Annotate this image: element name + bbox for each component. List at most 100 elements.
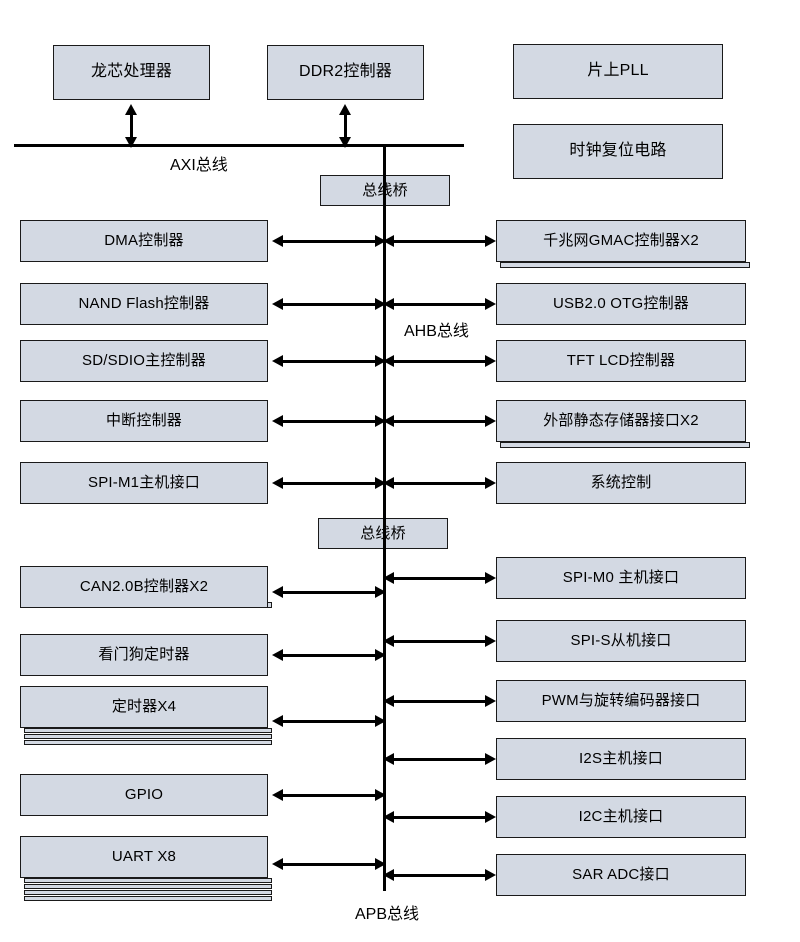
block-on-chip-pll[interactable]: 片上PLL	[513, 44, 723, 99]
arrow-head-right	[375, 648, 386, 661]
stack-layer-timer-2	[24, 734, 272, 739]
arrow-apb-left-3	[272, 788, 386, 802]
block-dma-controller[interactable]: DMA控制器	[20, 220, 268, 262]
arrow-apb-right-5	[383, 868, 496, 882]
arrow-head-left	[383, 868, 394, 881]
arrow-apb-right-3	[383, 752, 496, 766]
stack-layer-uart-3	[24, 890, 272, 895]
arrow-head-right	[375, 585, 386, 598]
arrow-head-left	[383, 810, 394, 823]
block-cpu[interactable]: 龙芯处理器	[53, 45, 210, 100]
block-label: 系统控制	[590, 474, 652, 492]
block-spi-m0-master[interactable]: SPI-M0 主机接口	[496, 557, 746, 599]
block-watchdog-timer[interactable]: 看门狗定时器	[20, 634, 268, 676]
arrow-head-left	[272, 234, 283, 247]
arrow-head-right	[485, 810, 496, 823]
block-tft-lcd-controller[interactable]: TFT LCD控制器	[496, 340, 746, 382]
arrow-head-left	[272, 857, 283, 870]
block-usb-otg-controller[interactable]: USB2.0 OTG控制器	[496, 283, 746, 325]
arrow-shaft	[278, 482, 380, 485]
block-label: SAR ADC接口	[572, 866, 670, 884]
block-label: SD/SDIO主控制器	[82, 352, 206, 370]
axi-bus-line	[14, 144, 464, 147]
block-label: TFT LCD控制器	[566, 352, 676, 370]
block-label: CAN2.0B控制器X2	[79, 578, 209, 596]
block-label: USB2.0 OTG控制器	[553, 295, 689, 313]
arrow-ahb-right-1	[383, 297, 496, 311]
stack-layer-sram-1	[500, 442, 750, 448]
arrow-shaft	[278, 794, 380, 797]
block-spi-m1-master[interactable]: SPI-M1主机接口	[20, 462, 268, 504]
arrow-head-up	[124, 104, 137, 115]
arrow-ahb-right-2	[383, 354, 496, 368]
block-i2s-master[interactable]: I2S主机接口	[496, 738, 746, 780]
arrow-shaft	[278, 240, 380, 243]
block-uart[interactable]: UART X8	[20, 836, 268, 878]
arrow-shaft	[389, 577, 490, 580]
arrow-head-down	[124, 137, 137, 148]
vertical-bus-spine	[383, 144, 386, 891]
block-sd-sdio-controller[interactable]: SD/SDIO主控制器	[20, 340, 268, 382]
block-ddr2-controller[interactable]: DDR2控制器	[267, 45, 424, 100]
arrow-shaft	[389, 816, 490, 819]
block-sar-adc[interactable]: SAR ADC接口	[496, 854, 746, 896]
arrow-shaft	[344, 110, 347, 142]
arrow-apb-right-0	[383, 571, 496, 585]
arrow-head-left	[383, 694, 394, 707]
block-system-control[interactable]: 系统控制	[496, 462, 746, 504]
arrow-ahb-right-4	[383, 476, 496, 490]
arrow-apb-left-4	[272, 857, 386, 871]
arrow-head-right	[375, 297, 386, 310]
arrow-head-right	[485, 694, 496, 707]
block-label: GPIO	[124, 786, 164, 804]
arrow-head-left	[272, 476, 283, 489]
block-external-sram-interface[interactable]: 外部静态存储器接口X2	[496, 400, 746, 442]
arrow-head-right	[375, 476, 386, 489]
block-label: SPI-M1主机接口	[87, 474, 200, 492]
block-timer[interactable]: 定时器X4	[20, 686, 268, 728]
arrow-cpu-to-axi	[124, 104, 138, 148]
arrow-head-right	[485, 868, 496, 881]
arrow-ahb-right-3	[383, 414, 496, 428]
arrow-head-left	[272, 648, 283, 661]
arrow-head-right	[485, 571, 496, 584]
arrow-head-left	[272, 354, 283, 367]
arrow-head-right	[375, 234, 386, 247]
arrow-head-right	[375, 354, 386, 367]
block-label: 千兆网GMAC控制器X2	[543, 232, 699, 250]
block-i2c-master[interactable]: I2C主机接口	[496, 796, 746, 838]
arrow-shaft	[278, 360, 380, 363]
arrow-head-left	[383, 634, 394, 647]
ahb-bus-label: AHB总线	[404, 323, 469, 340]
arrow-shaft	[278, 720, 380, 723]
stack-layer-uart-4	[24, 896, 272, 901]
arrow-head-left	[272, 788, 283, 801]
block-interrupt-controller[interactable]: 中断控制器	[20, 400, 268, 442]
block-pwm-rotary-encoder[interactable]: PWM与旋转编码器接口	[496, 680, 746, 722]
block-spi-s-slave[interactable]: SPI-S从机接口	[496, 620, 746, 662]
block-gpio[interactable]: GPIO	[20, 774, 268, 816]
arrow-head-right	[375, 414, 386, 427]
arrow-ahb-left-3	[272, 414, 386, 428]
arrow-head-left	[383, 234, 394, 247]
block-label: SPI-M0 主机接口	[562, 569, 680, 587]
arrow-shaft	[389, 874, 490, 877]
block-label: PWM与旋转编码器接口	[541, 692, 701, 710]
arrow-shaft	[130, 110, 133, 142]
block-clock-reset-circuit[interactable]: 时钟复位电路	[513, 124, 723, 179]
arrow-shaft	[278, 654, 380, 657]
block-can-controller[interactable]: CAN2.0B控制器X2	[20, 566, 268, 608]
arrow-head-left	[383, 571, 394, 584]
arrow-head-left	[383, 752, 394, 765]
block-label: 龙芯处理器	[90, 63, 172, 81]
block-label: 定时器X4	[111, 698, 177, 716]
block-gmac-controller[interactable]: 千兆网GMAC控制器X2	[496, 220, 746, 262]
arrow-head-right	[485, 414, 496, 427]
block-label: NAND Flash控制器	[78, 295, 210, 313]
arrow-shaft	[278, 591, 380, 594]
arrow-head-left	[272, 297, 283, 310]
arrow-head-left	[383, 354, 394, 367]
block-nand-flash-controller[interactable]: NAND Flash控制器	[20, 283, 268, 325]
arrow-shaft	[389, 240, 490, 243]
